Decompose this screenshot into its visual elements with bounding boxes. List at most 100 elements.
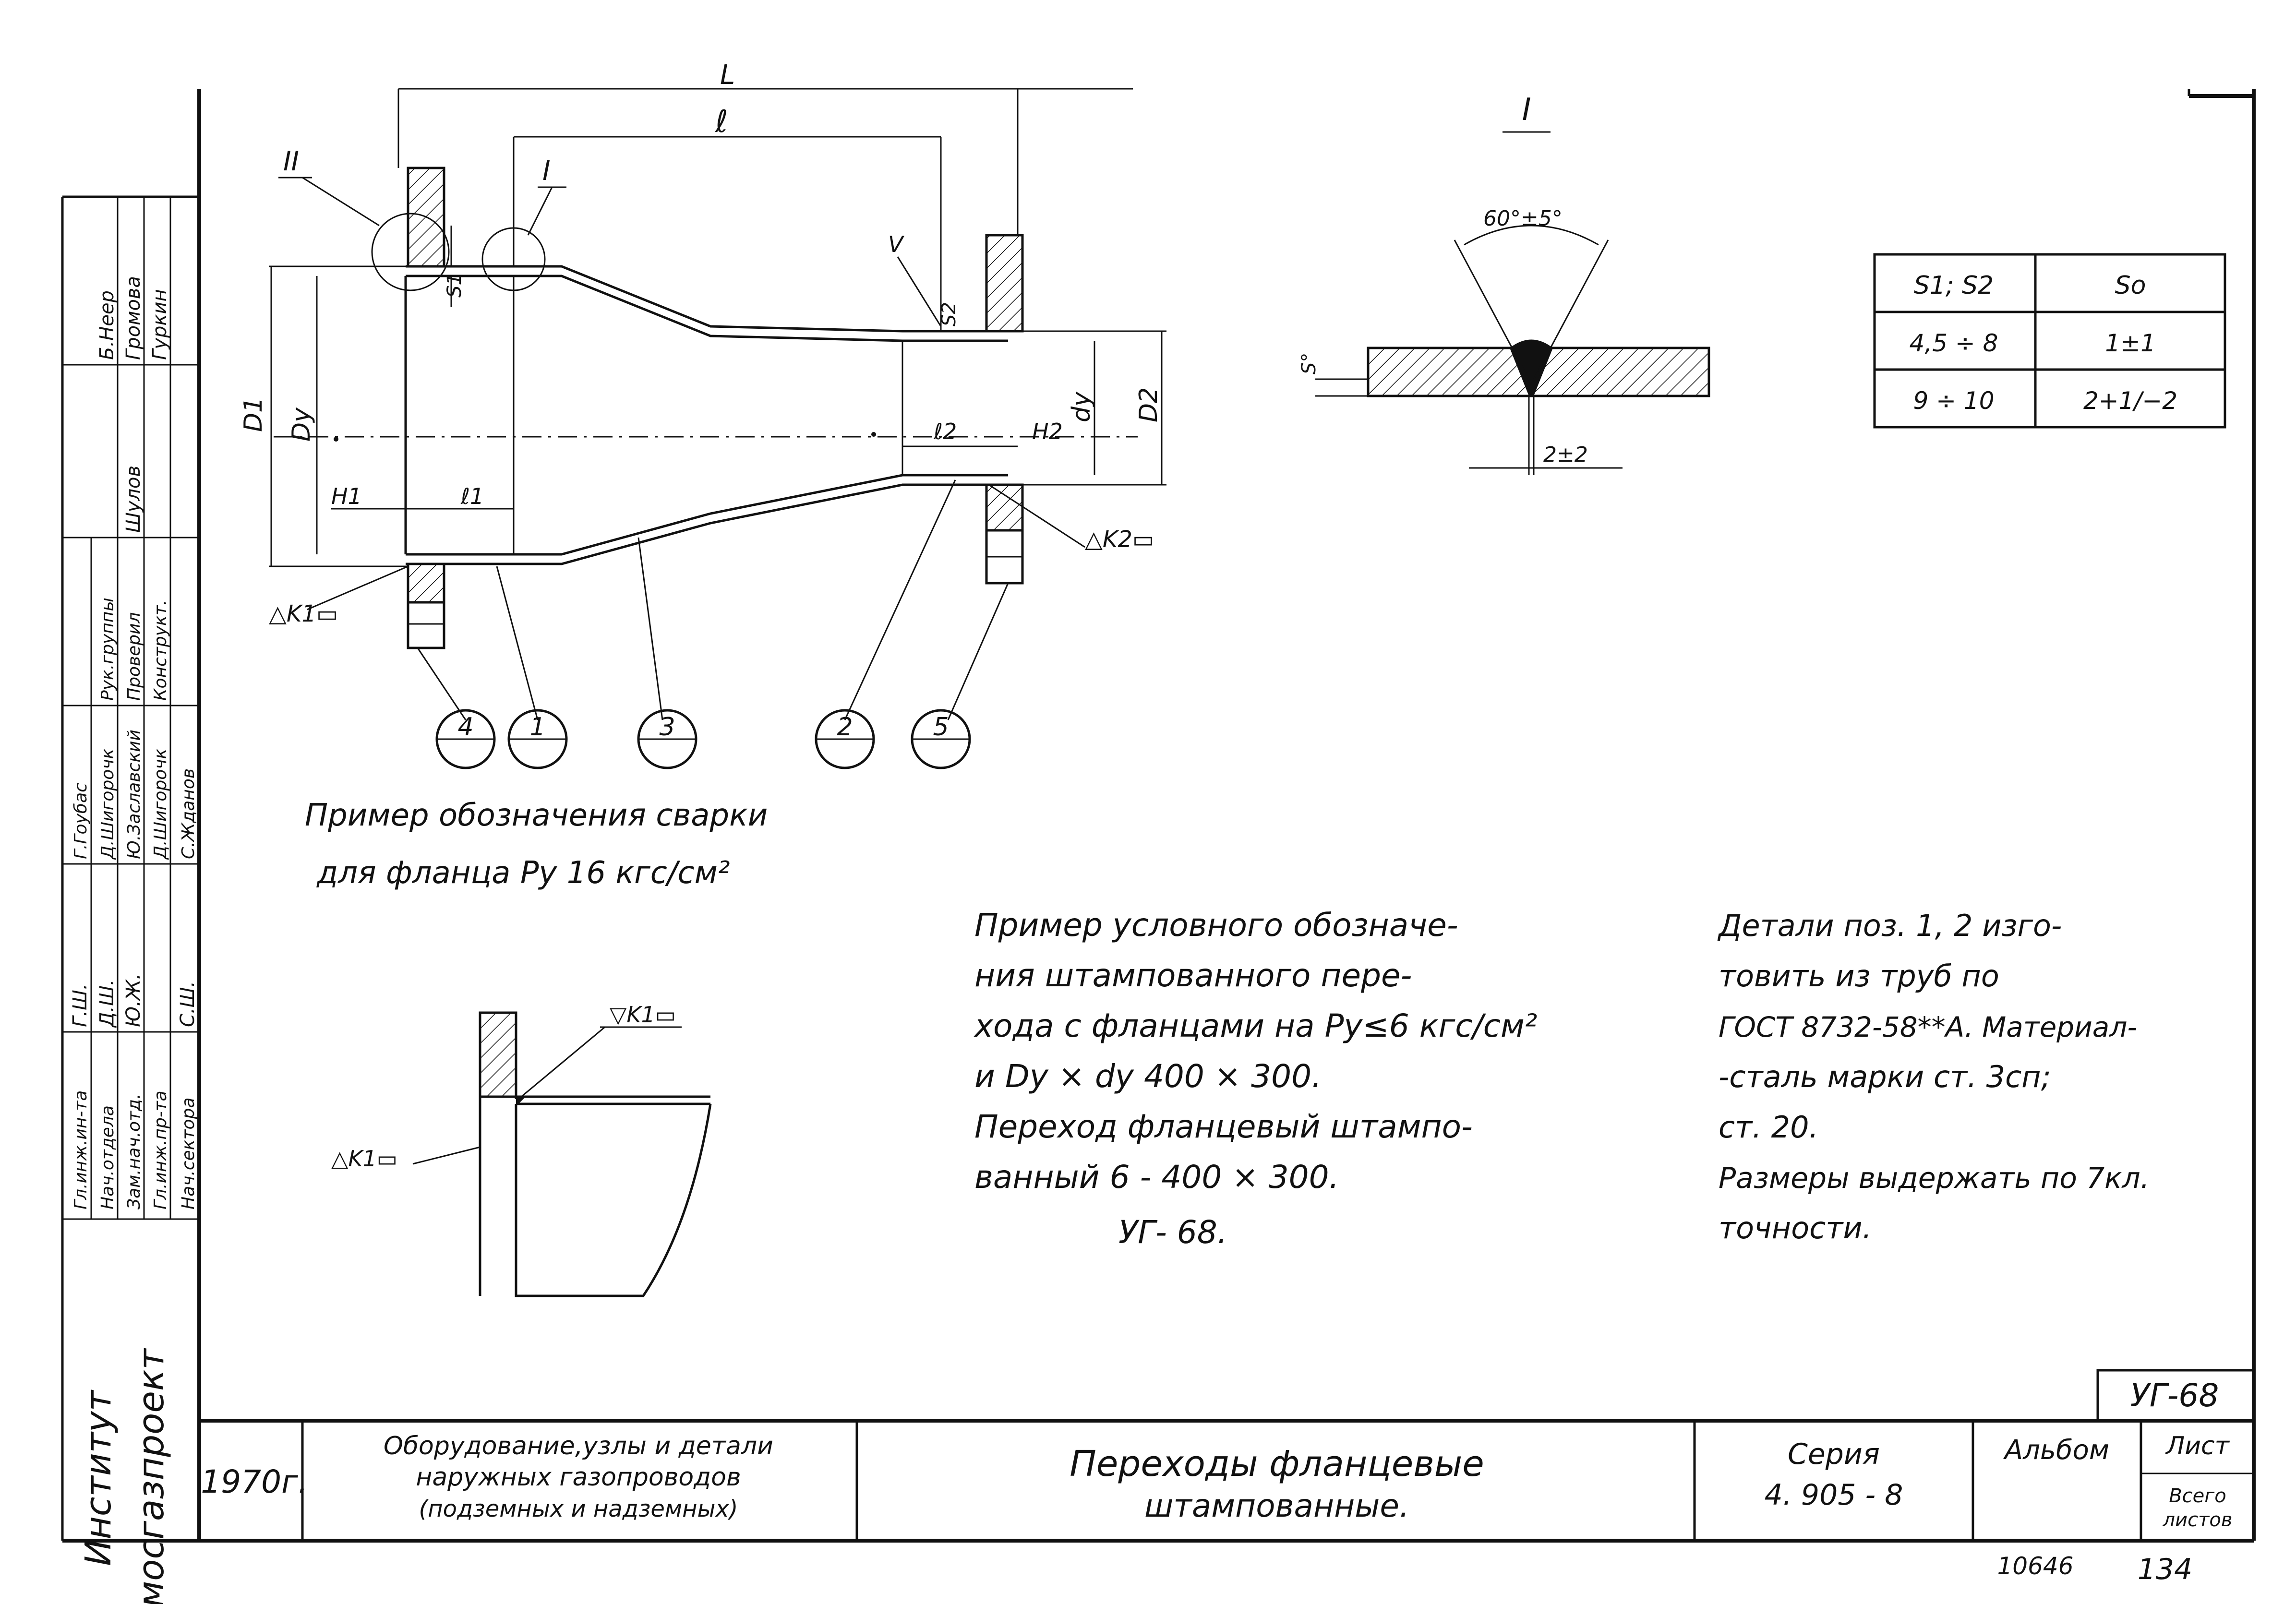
- note-line: Размеры выдержать по 7кл.: [1719, 1161, 2150, 1195]
- weld-side-label: △K1▭: [331, 1146, 397, 1172]
- total-label: Всего: [2169, 1485, 2226, 1507]
- note-line: ванный 6 - 400 × 300.: [974, 1159, 1339, 1196]
- view-II-label: II: [283, 146, 299, 177]
- weld-top-label: ▽K1▭: [610, 1002, 676, 1028]
- subject-3: (подземных и надземных): [419, 1496, 738, 1522]
- signature-5: Шулов: [122, 466, 144, 533]
- s-label: S°: [1298, 353, 1320, 374]
- svg-text:3: 3: [659, 713, 675, 742]
- roles-list: Гл.инж.ин-та Нач.отдела Зам.нач.отд. Гл.…: [71, 598, 198, 1209]
- note-line: точности.: [1719, 1210, 1872, 1245]
- dim-D2: D2: [1134, 387, 1163, 422]
- note-line: ния штампованного пере-: [974, 957, 1412, 994]
- dim-S1: S1: [444, 273, 466, 298]
- dim-H1: H1: [331, 483, 362, 509]
- note-line: и Dу × dу 400 × 300.: [974, 1058, 1322, 1095]
- role-3: Зам.нач.отд.: [124, 1094, 144, 1209]
- name-2: Д.Шигорочк: [98, 748, 118, 860]
- dim-l1: ℓ1: [460, 483, 484, 509]
- page-number: 134: [2138, 1553, 2193, 1586]
- weld-detail-I: I 60°±5° S° 2±2 S1; S2 So 4,5 ÷ 8 1±1 9 …: [1298, 92, 2226, 475]
- sheet-title-2: штампованные.: [1144, 1487, 1409, 1524]
- name-4: Д.Шигорочк: [151, 748, 170, 860]
- role-7: Проверил: [124, 612, 144, 701]
- note-line: Детали поз. 1, 2 изго-: [1717, 908, 2062, 943]
- weld-K1-label: △K1▭: [269, 600, 338, 627]
- code-box: УГ-68: [2130, 1377, 2219, 1414]
- svg-text:5: 5: [933, 713, 949, 742]
- signature-1: Г.Ш.: [69, 984, 91, 1028]
- sheet-label: Лист: [2165, 1432, 2230, 1460]
- role-8: Конструкт.: [151, 600, 170, 701]
- dim-l2: ℓ2: [933, 419, 957, 444]
- name-8: Гуркин: [149, 289, 171, 360]
- angle-label: 60°±5°: [1483, 206, 1563, 231]
- table-cell: 2+1/−2: [2083, 387, 2177, 415]
- signature-3: Ю.Ж.: [122, 973, 144, 1027]
- note-line: УГ- 68.: [1118, 1214, 1227, 1251]
- series-value: 4. 905 - 8: [1765, 1478, 1903, 1512]
- dim-D1: D1: [239, 397, 268, 432]
- weld-V-label: V: [888, 231, 905, 257]
- dim-Dy: Dy: [287, 407, 316, 442]
- subject-1: Оборудование,узлы и детали: [384, 1432, 773, 1460]
- dim-l: ℓ: [715, 104, 728, 140]
- notes-middle: Пример условного обозначе- ния штампован…: [974, 907, 1537, 1251]
- svg-text:4: 4: [457, 713, 473, 742]
- note-line: ст. 20.: [1719, 1110, 1818, 1145]
- note-line: Переход фланцевый штампо-: [974, 1108, 1473, 1145]
- signatures: Г.Ш. Д.Ш. Ю.Ж. С.Ш. Шулов: [69, 466, 199, 1028]
- org-name: Институт: [78, 1389, 119, 1566]
- note-line: хода с фланцами на Ру≤6 кгс/см²: [974, 1007, 1537, 1044]
- subject-2: наружных газопроводов: [416, 1463, 741, 1492]
- table-cell: 9 ÷ 10: [1913, 387, 1994, 415]
- role-2: Нач.отдела: [98, 1105, 118, 1209]
- role-1: Гл.инж.ин-та: [71, 1090, 91, 1209]
- sheet-title-1: Переходы фланцевые: [1070, 1443, 1484, 1484]
- part-bubble-1: 1: [507, 709, 568, 769]
- title-block: УГ-68 1970г. Оборудование,узлы и детали …: [201, 1369, 2255, 1586]
- dim-H2: H2: [1032, 419, 1063, 444]
- thickness-table: S1; S2 So 4,5 ÷ 8 1±1 9 ÷ 10 2+1/−2: [1873, 253, 2226, 429]
- album-label: Альбом: [2003, 1435, 2109, 1466]
- total-label-2: листов: [2163, 1509, 2233, 1531]
- note-line: Пример условного обозначе-: [974, 907, 1458, 944]
- part-bubble-4: 4: [435, 709, 496, 769]
- role-6: Рук.группы: [98, 598, 118, 701]
- gap-label: 2±2: [1543, 443, 1588, 467]
- notes-right: Детали поз. 1, 2 изго- товить из труб по…: [1717, 908, 2150, 1245]
- table-header-1: S1; S2: [1914, 271, 1994, 300]
- sheet-frame: [62, 89, 2256, 1543]
- signature-2: Д.Ш.: [96, 980, 118, 1028]
- table-cell: 4,5 ÷ 8: [1909, 329, 1998, 357]
- dim-S2: S2: [938, 302, 960, 326]
- archive-number: 10646: [1997, 1552, 2073, 1580]
- table-cell: 1±1: [2105, 329, 2156, 357]
- dim-dy: dy: [1067, 391, 1096, 422]
- reducer-drawing: L ℓ II I D1 Dy H1 ℓ1 S1 V S2: [239, 60, 1166, 769]
- table-header-2: So: [2115, 271, 2146, 300]
- part-bubble-2: 2: [815, 709, 875, 769]
- weld-caption-1: Пример обозначения сварки: [305, 798, 768, 833]
- weld-example: Пример обозначения сварки для фланца Ру …: [305, 798, 768, 1297]
- name-1: Г.Гоубас: [71, 783, 91, 859]
- names-list: Г.Гоубас Д.Шигорочк Ю.Заславский Д.Шигор…: [71, 276, 198, 860]
- org-name-2: мосгазпроект: [131, 1348, 172, 1604]
- series-label: Серия: [1788, 1437, 1880, 1471]
- dim-L: L: [720, 60, 735, 91]
- role-5: Нач.сектора: [179, 1098, 198, 1209]
- year: 1970г.: [201, 1463, 308, 1500]
- name-3: Ю.Заславский: [124, 730, 144, 859]
- name-6: Б.Неер: [96, 290, 118, 360]
- part-bubble-5: 5: [911, 709, 971, 769]
- left-strip: Институт мосгазпроект Гл.инж.ин-та Нач.о…: [61, 195, 199, 1604]
- detail-title: I: [1522, 92, 1531, 128]
- signature-4: С.Ш.: [177, 981, 199, 1027]
- note-line: -сталь марки ст. 3сп;: [1719, 1059, 2051, 1094]
- weld-caption-2: для фланца Ру 16 кгс/см²: [316, 855, 730, 891]
- note-line: товить из труб по: [1719, 958, 1999, 994]
- role-4: Гл.инж.пр-та: [151, 1090, 170, 1209]
- note-line: ГОСТ 8732-58**А. Материал-: [1719, 1011, 2137, 1043]
- weld-K2-label: △K2▭: [1085, 526, 1154, 553]
